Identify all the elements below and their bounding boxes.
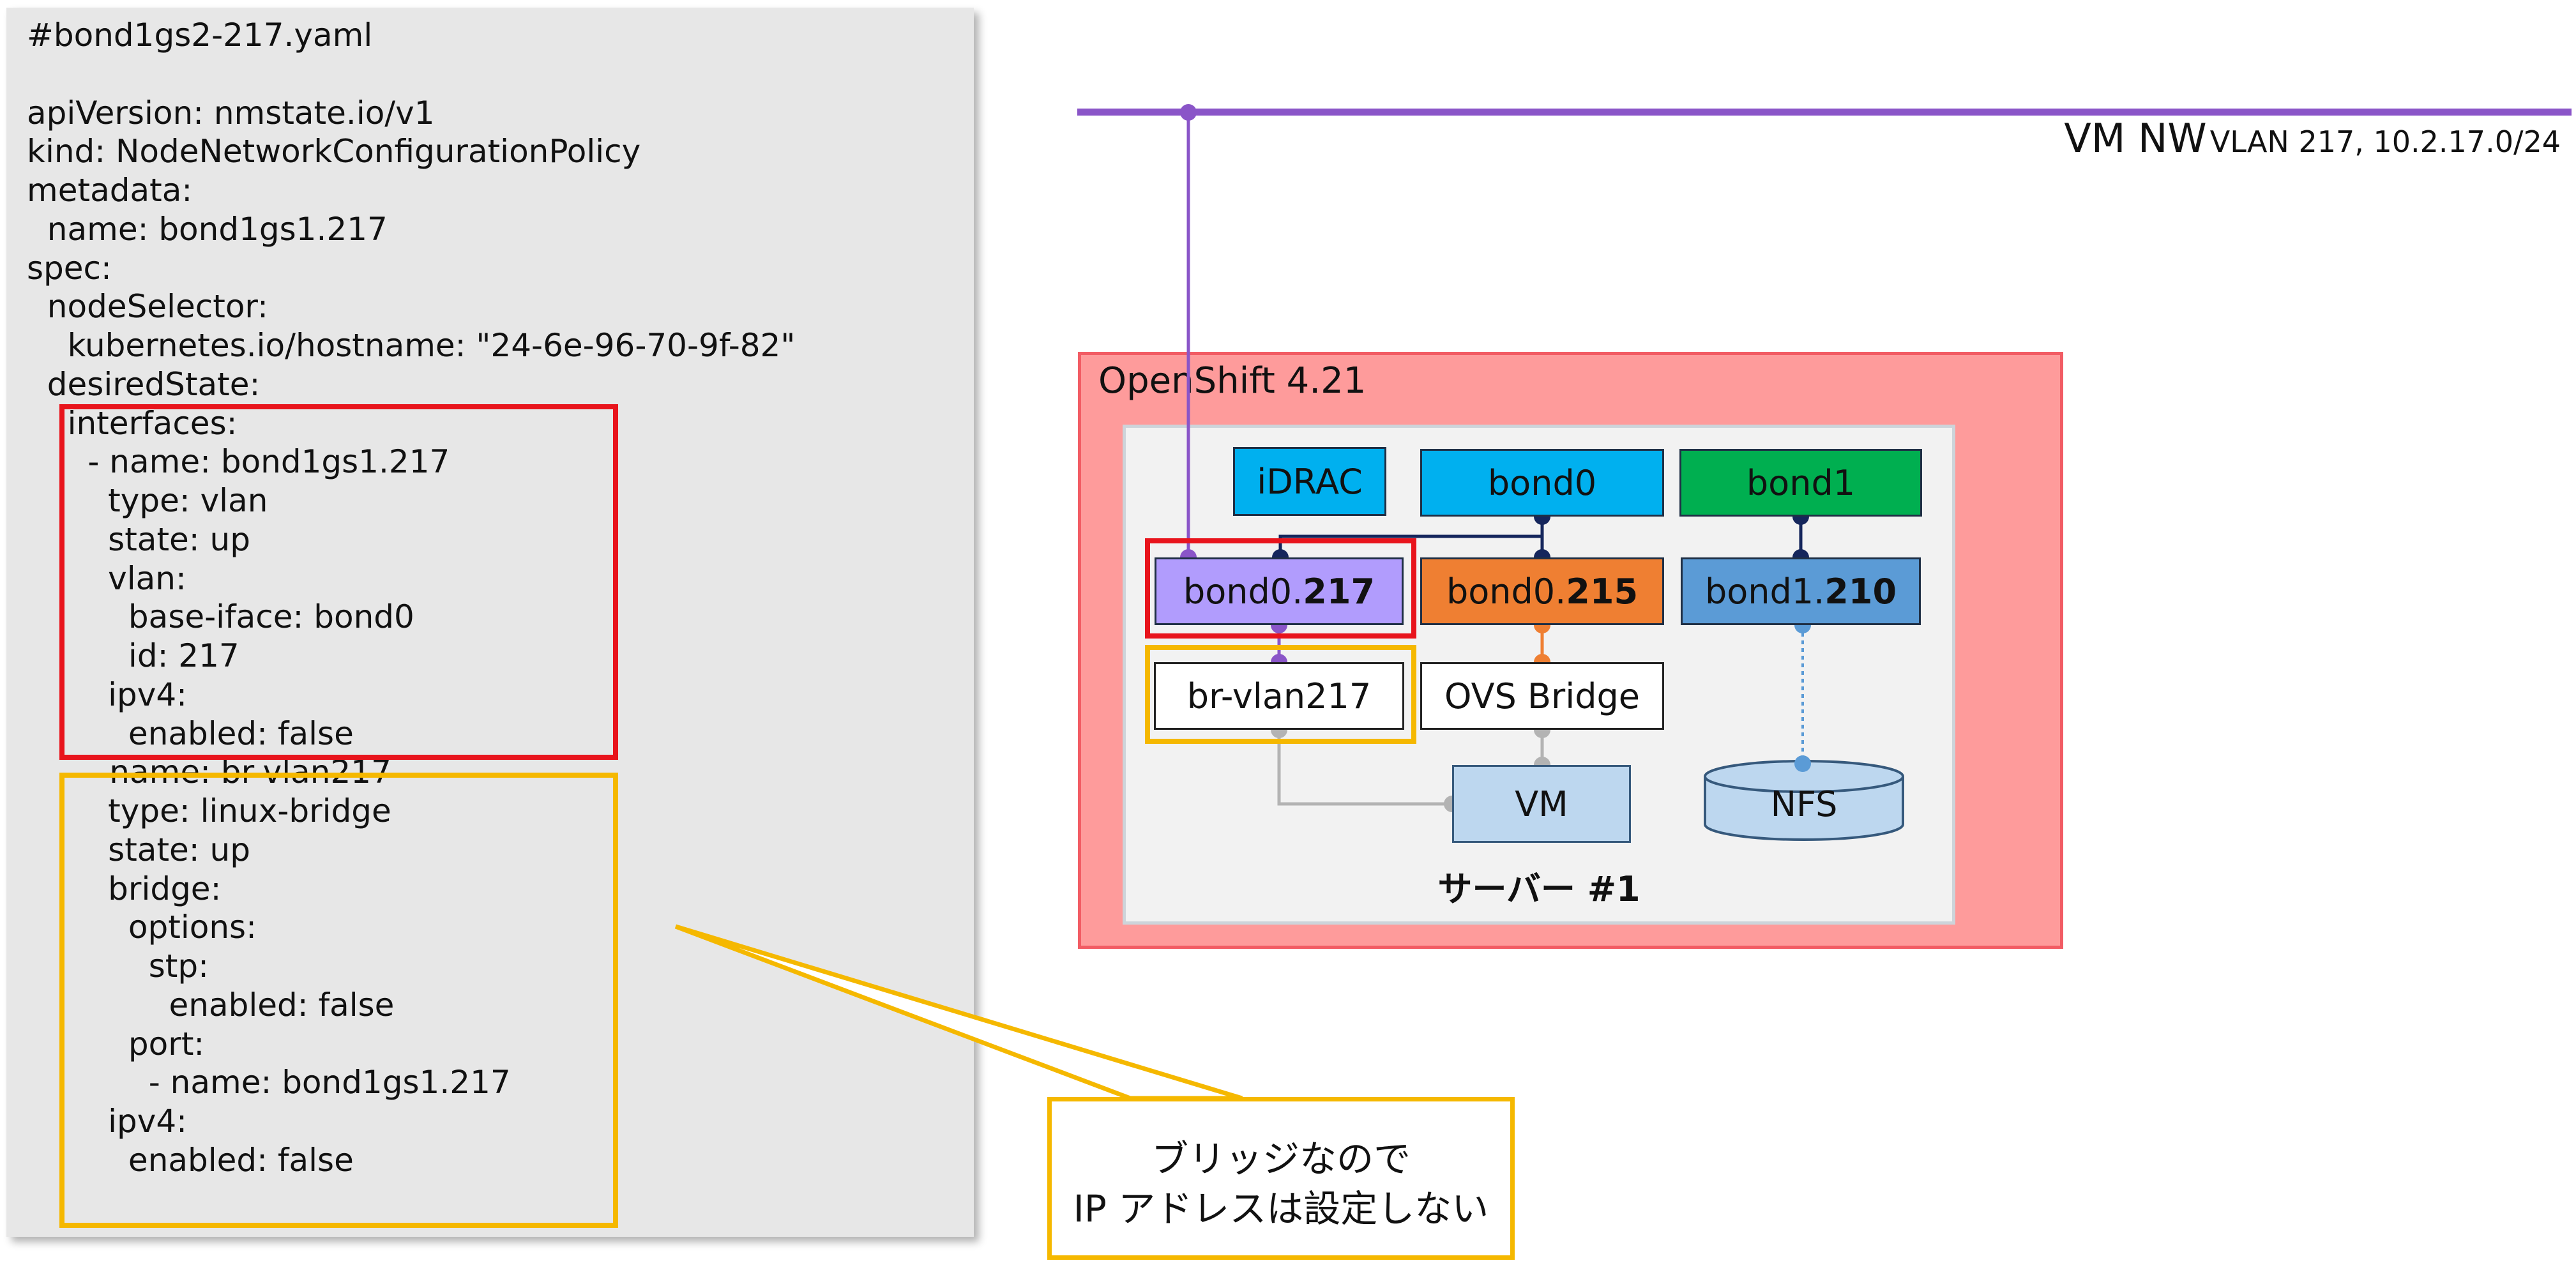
vm-node: VM	[1452, 765, 1631, 843]
callout-pointer	[674, 924, 1243, 1101]
code-line: stp:	[27, 948, 209, 985]
bond0-label: bond0	[1487, 462, 1597, 503]
code-line: enabled: false	[27, 715, 354, 752]
code-line: vlan:	[27, 559, 186, 597]
code-line: - name: bond1gs1.217	[27, 443, 450, 481]
code-line: ipv4:	[27, 1103, 188, 1140]
code-line: apiVersion: nmstate.io/v1	[27, 94, 435, 132]
code-line: enabled: false	[27, 986, 395, 1024]
callout-box	[1047, 1097, 1515, 1260]
server-label: サーバー #1	[1437, 869, 1640, 909]
code-line: options:	[27, 909, 257, 946]
bond0-217-node: bond0.217	[1155, 557, 1404, 625]
code-line: port:	[27, 1025, 205, 1063]
br-vlan217-node: br-vlan217	[1154, 662, 1404, 730]
code-line: bridge:	[27, 870, 222, 907]
vm-network-name: VM NW	[2064, 115, 2207, 162]
code-line: type: vlan	[27, 482, 268, 519]
vlan-interface-highlight	[59, 404, 618, 760]
vmnw-tap-dot	[1180, 104, 1197, 121]
vm-network-line	[1077, 109, 2572, 116]
br-vlan217-highlight	[1145, 645, 1416, 744]
br-vlan217-to-vm-link	[1277, 730, 1452, 806]
br-vlan217-label: br-vlan217	[1186, 676, 1372, 716]
code-line: metadata:	[27, 172, 193, 209]
code-line: id: 217	[27, 637, 239, 674]
bond0-215-node: bond0.215	[1420, 557, 1664, 625]
yaml-code-panel	[6, 8, 974, 1237]
bond1-210-prefix: bond1.	[1704, 571, 1825, 612]
bridge-interface-highlight	[59, 773, 618, 1228]
code-line: type: linux-bridge	[27, 792, 391, 829]
bond0-215-prefix: bond0.	[1446, 571, 1566, 612]
idrac-label: iDRAC	[1257, 461, 1363, 502]
code-line: nodeSelector:	[27, 288, 268, 326]
vm-label: VM	[1515, 783, 1568, 824]
vm-network-label: VM NW VLAN 217, 10.2.17.0/24	[1724, 115, 2561, 172]
bond1-210-vlan-id: 210	[1824, 571, 1897, 612]
bond1-node: bond1	[1679, 449, 1922, 517]
code-line: base-iface: bond0	[27, 598, 414, 636]
bond0-217-highlight	[1145, 538, 1416, 639]
code-line: enabled: false	[27, 1141, 354, 1179]
nfs-top-dot	[1794, 755, 1811, 772]
bond1-210-node: bond1.210	[1681, 557, 1921, 625]
code-line: name: bond1gs1.217	[27, 210, 388, 248]
bond0-217-prefix: bond0.	[1183, 571, 1303, 612]
bond0-215-vlan-id: 215	[1566, 571, 1639, 612]
bond1-label: bond1	[1746, 462, 1856, 503]
nfs-label: NFS	[1770, 784, 1838, 824]
code-line: interfaces:	[27, 404, 238, 442]
code-line: state: up	[27, 520, 250, 558]
ovs-bridge-node: OVS Bridge	[1420, 662, 1664, 730]
idrac-node: iDRAC	[1233, 447, 1386, 516]
callout-line-1: ブリッジなので	[1151, 1137, 1411, 1181]
code-line: #bond1gs2-217.yaml	[27, 17, 373, 54]
nfs-cylinder	[1704, 760, 1904, 841]
vm-network-detail: VLAN 217, 10.2.17.0/24	[2209, 125, 2561, 159]
code-line: state: up	[27, 831, 250, 868]
ovs-bridge-label: OVS Bridge	[1444, 676, 1640, 716]
code-line: spec:	[27, 249, 112, 287]
code-line: ipv4:	[27, 676, 188, 713]
callout-line-2: IP アドレスは設定しない	[1073, 1187, 1489, 1230]
bond0-node: bond0	[1420, 449, 1664, 517]
bond0-217-vlan-id: 217	[1303, 571, 1375, 612]
code-line: - name: bond1gs1.217	[27, 1064, 511, 1101]
code-line: kubernetes.io/hostname: "24-6e-96-70-9f-…	[27, 327, 796, 364]
cluster-title: OpenShift 4.21	[1098, 360, 1367, 402]
code-line: kind: NodeNetworkConfigurationPolicy	[27, 133, 641, 170]
code-line: desiredState:	[27, 365, 261, 403]
